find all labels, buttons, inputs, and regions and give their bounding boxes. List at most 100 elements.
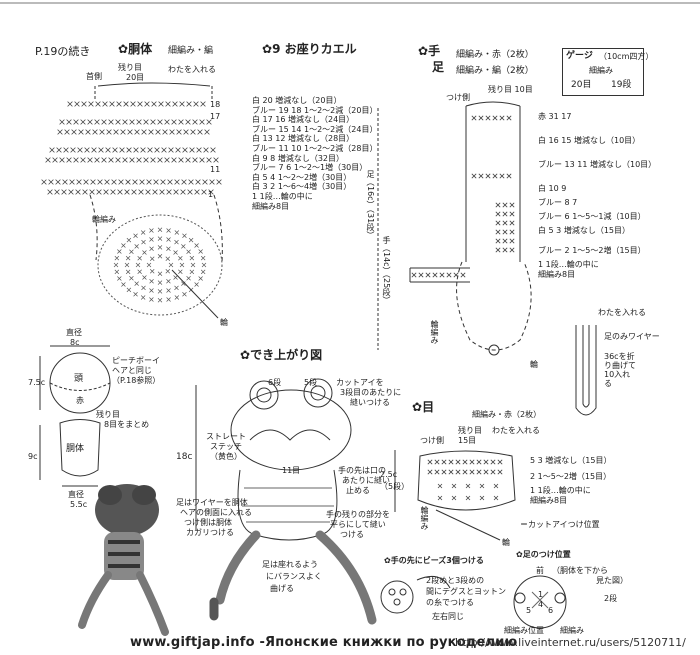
hand-note-2: あたりに縫い [342,476,390,485]
body-row-11: 11 [210,165,221,174]
wire-label: 足のみワイヤー [604,332,660,341]
eye-cut-note: ＝カットアイつけ位置 [520,520,600,529]
head-body-height: 9c [28,452,38,461]
frog-row: 1 1段…輪の中に [252,191,313,201]
yarn-ball-icon: ✿ [118,42,129,56]
yarn-ball-icon: ✿ [516,550,523,559]
eye-stitches-label: 残り目 [458,426,482,435]
body-round-label: 輪編み [92,215,116,224]
head-body-diameter-label: 直径 [68,490,84,499]
hand-note-3: 止める [346,486,370,495]
head-body-note-1: 残り目 [96,410,120,419]
hand-row: 白 10 9 [538,184,567,193]
eye-height: 2.5c [380,470,398,479]
eye-attach-label: つけ側 [420,436,444,445]
body-row-18: 18 [210,100,221,109]
frog-row: ブルー 11 10 1〜2〜2減（28目） [252,143,378,153]
yarn-ball-icon: ✿ [262,42,273,56]
eye-row: 細編み8目 [530,495,568,505]
head-red-label: 赤 [76,396,84,405]
gauge-box: ゲージ （10cm四方） 細編み 20目 19段 [562,48,653,96]
hand-title: ✿手 [418,44,441,58]
beads-note-2: 間にテグスとヨットン [426,587,506,596]
body-row-1: 1 [208,190,214,199]
hand-row: ブルー 2 1〜5〜2増（15目） [538,246,646,255]
body-cotton-note: わたを入れる [168,65,216,74]
tube-round-label: 輪編み [430,320,439,344]
eye-rows: （5段） [380,482,410,491]
frog-row: 白 17 16 増減なし（24目） [252,115,355,125]
finished-row6: 6段 [268,378,282,387]
finished-height: 18c [176,452,193,462]
foot-position-title: ✿足のつけ位置 [516,550,571,559]
frog-title: ✿9 お座りカエル [262,42,357,56]
body-yarn: 細編み・編 [168,46,214,56]
hand-row: 白 5 3 増減なし（15目） [538,226,631,235]
frog-row: 白 20 増減なし（20目） [252,96,342,105]
hand-note-5: 平らにして縫い [330,520,386,529]
foot-position-end-note: 細編み [560,626,584,635]
finished-title: ✿でき上がり図 [240,348,323,362]
eye-note-2: 3段目のあたりに [340,388,402,397]
frog-photo [78,484,169,636]
beads-note-4: 左右同じ [432,612,464,621]
eye-row: 5 3 増減なし（15目） [530,456,612,465]
frog-row: ブルー 19 18 1〜2〜2減（20目） [252,105,378,115]
eye-cotton-note: わたを入れる [492,426,540,435]
foot-position-stitch-note: 細編み位置 [504,626,544,635]
hand-rows-label: （25段） [382,270,391,305]
foot-position-b: 4 [538,600,544,609]
foot-position-front-note-2: 見た図） [596,576,628,585]
hand-row: 細編み8目 [538,269,576,279]
foot-note-5: 足は座れるよう [262,560,318,569]
foot-position-row: 2段 [604,594,618,603]
body-stitches-label: 残り目 [118,63,142,72]
hand-length-label: 手（14c） [382,236,391,275]
eye-note-3: 縫いつける [350,398,390,407]
yarn-ball-icon: ✿ [412,400,423,414]
frog-row: 白 3 2 1〜6〜4増（30目） [252,182,352,192]
page-reference: P.19の続き [35,45,91,58]
hand-yarn: 細編み・赤（2枚） [456,50,534,60]
straight-stitch-1: ストレート [206,432,246,441]
foot-position-front: 前 [536,566,544,575]
frog-row: 細編み8目 [252,201,290,211]
body-title: ✿胴体 [118,42,153,56]
hand-row-list: 赤 31 17 白 16 15 増減なし（10目） ブルー 13 11 増減なし… [538,112,658,279]
foot-title: 足 [432,60,445,74]
finished-count: 11目 [282,466,301,475]
foot-note-4: カガリつける [186,528,234,537]
straight-stitch-2: ステッチ [210,442,242,451]
foot-note-1: 足はワイヤーを胴体 [176,498,248,507]
gauge-rows: 19段 [611,80,632,90]
body-row-17: 17 [210,112,221,121]
watermark-site: www.giftjap.info -Японские книжки по рук… [130,635,518,650]
foot-position-front-note: （胴体を下から [552,566,608,575]
yarn-ball-icon: ✿ [384,556,391,565]
gauge-area: （10cm四方） [599,52,654,61]
foot-note-7: 曲げる [270,584,294,593]
hand-row: ブルー 8 7 [538,198,578,207]
tube-tip-label: つけ側 [446,93,470,102]
body-neck-label: 首側 [86,72,102,81]
gauge-title: ゲージ [566,51,593,61]
eye-yarn: 細編み・赤（2枚） [472,410,542,419]
watermark-url: http://www.liveinternet.ru/users/5120711… [455,636,686,649]
wire-note: 36cを折り曲げて10入れる [604,352,636,388]
hand-row: 白 16 15 増減なし（10目） [538,136,641,145]
yarn-ball-icon: ✿ [418,44,429,58]
finished-row5: 5段 [304,378,318,387]
eye-round-label: 輪編み [420,506,429,530]
head-note-2: ヘアと同じ [112,366,152,375]
hand-note-1: 手の先は口の [338,466,386,475]
head-note-3: （P.18参照） [112,376,161,385]
hand-row: ブルー 13 11 増減なし（10目） [538,160,657,169]
eye-knot-label: 輪 [502,538,510,547]
tube-stitches: 残り目 10目 [488,85,533,94]
head-body-note-2: 8目をまとめ [104,420,150,429]
beads-note-1: 2段めと3段めの [426,576,485,585]
gauge-stitches: 20目 [571,80,592,90]
eye-row-list: 5 3 増減なし（15目） 2 1〜5〜2増（15目） 1 1段…輪の中に 細編… [530,456,650,505]
